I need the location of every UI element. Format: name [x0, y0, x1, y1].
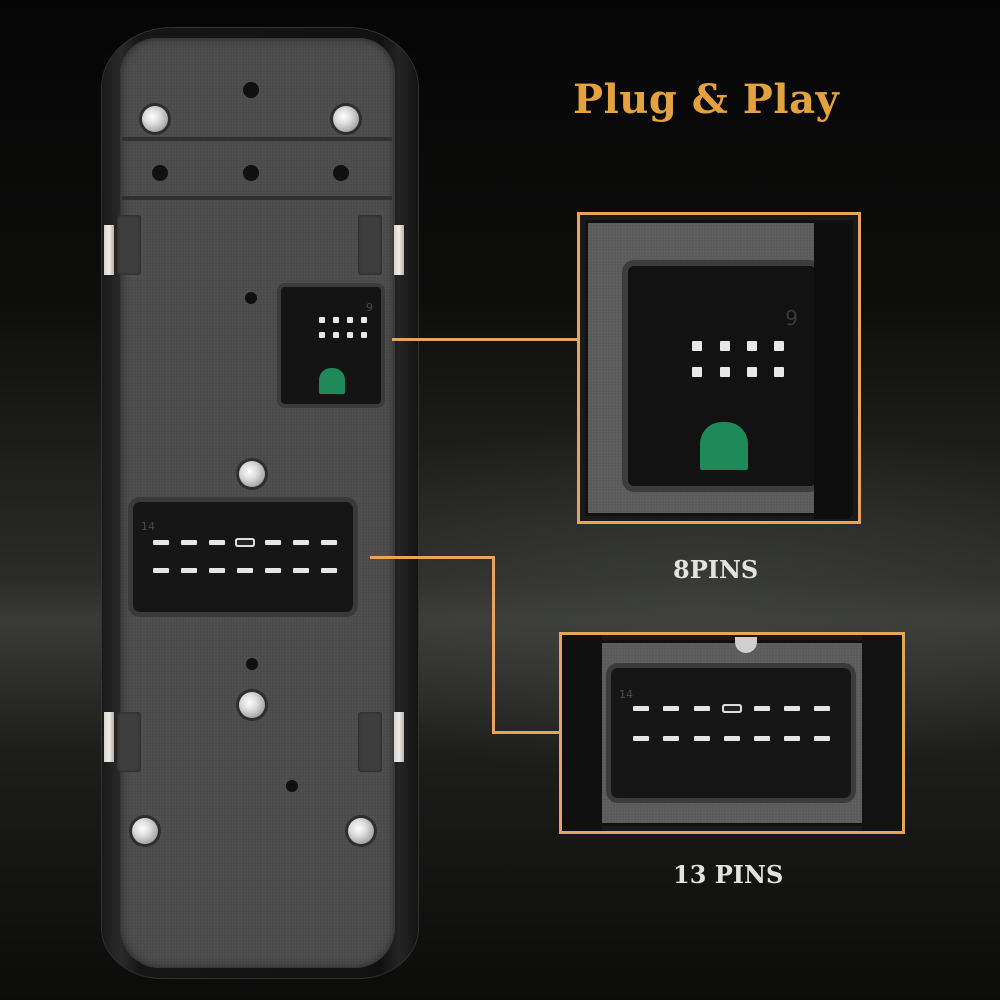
switch-edge	[862, 635, 902, 831]
pin-count-label-13: 13 PINS	[673, 860, 784, 889]
zoom-frame-13pin: 14	[559, 632, 905, 834]
pin-count-label-8: 8PINS	[673, 555, 759, 584]
mounting-hole	[246, 658, 258, 670]
callout-line-13pin	[370, 556, 494, 559]
pin	[321, 568, 337, 573]
pin	[754, 736, 770, 741]
pin	[694, 706, 710, 711]
callout-line-13pin	[492, 731, 562, 734]
pin	[774, 367, 784, 377]
pin	[692, 341, 702, 351]
metal-tab	[394, 712, 404, 762]
pin	[663, 706, 679, 711]
pin-slot-empty	[237, 540, 253, 545]
pin	[209, 540, 225, 545]
pin	[784, 706, 800, 711]
pin	[237, 568, 253, 573]
metal-tab	[394, 225, 404, 275]
pin	[633, 706, 649, 711]
side-clip	[358, 712, 382, 772]
pin	[724, 736, 740, 741]
screw-icon	[333, 106, 359, 132]
pin	[333, 332, 339, 338]
pin	[265, 568, 281, 573]
mounting-hole	[152, 165, 168, 181]
mounting-hole	[243, 82, 259, 98]
screw-icon	[348, 818, 374, 844]
pin	[694, 736, 710, 741]
pin	[814, 736, 830, 741]
mounting-hole	[245, 292, 257, 304]
switch-edge	[814, 223, 850, 519]
pin	[181, 568, 197, 573]
pin	[754, 706, 770, 711]
connector-8-pin: 9	[277, 283, 385, 408]
mounting-hole	[286, 780, 298, 792]
screw-icon	[239, 461, 265, 487]
connector-13-pin: 14	[128, 497, 358, 617]
pin	[692, 367, 702, 377]
connector-key	[319, 368, 345, 394]
callout-line-13pin	[492, 556, 495, 734]
headline-title: Plug & Play	[573, 76, 840, 123]
connector-8-pin-closeup: 9	[622, 260, 822, 492]
pin	[361, 317, 367, 323]
pin	[361, 332, 367, 338]
side-clip	[358, 215, 382, 275]
pin	[720, 367, 730, 377]
pin	[321, 540, 337, 545]
pin	[153, 568, 169, 573]
screw-icon	[239, 692, 265, 718]
pin	[747, 341, 757, 351]
plate-groove	[122, 137, 392, 141]
pin	[784, 736, 800, 741]
pin	[633, 736, 649, 741]
pin	[663, 736, 679, 741]
pin	[333, 317, 339, 323]
pin	[153, 540, 169, 545]
pin	[293, 540, 309, 545]
connector-key	[700, 422, 748, 470]
pin	[293, 568, 309, 573]
zoom-frame-8pin: 9	[577, 212, 861, 524]
side-clip	[117, 712, 141, 772]
pin	[209, 568, 225, 573]
pin	[720, 341, 730, 351]
pin	[747, 367, 757, 377]
pin	[774, 341, 784, 351]
pin	[181, 540, 197, 545]
pin	[814, 706, 830, 711]
pin	[265, 540, 281, 545]
connector-marking: 14	[141, 520, 155, 533]
metal-tab	[104, 225, 114, 275]
pin	[347, 332, 353, 338]
mounting-hole	[243, 165, 259, 181]
side-clip	[117, 215, 141, 275]
pin	[347, 317, 353, 323]
connector-marking: 9	[785, 306, 798, 330]
pin	[319, 332, 325, 338]
callout-line-8pin	[392, 338, 580, 341]
screw-icon	[142, 106, 168, 132]
connector-13-pin-closeup: 14	[606, 663, 856, 803]
plate-groove	[122, 196, 392, 200]
screw-icon	[132, 818, 158, 844]
switch-edge	[562, 635, 602, 831]
metal-tab	[104, 712, 114, 762]
pin	[319, 317, 325, 323]
connector-marking: 14	[619, 688, 633, 701]
mounting-hole	[333, 165, 349, 181]
screw-icon	[735, 637, 757, 653]
connector-marking: 9	[366, 301, 373, 314]
pin-slot-empty	[724, 706, 740, 711]
